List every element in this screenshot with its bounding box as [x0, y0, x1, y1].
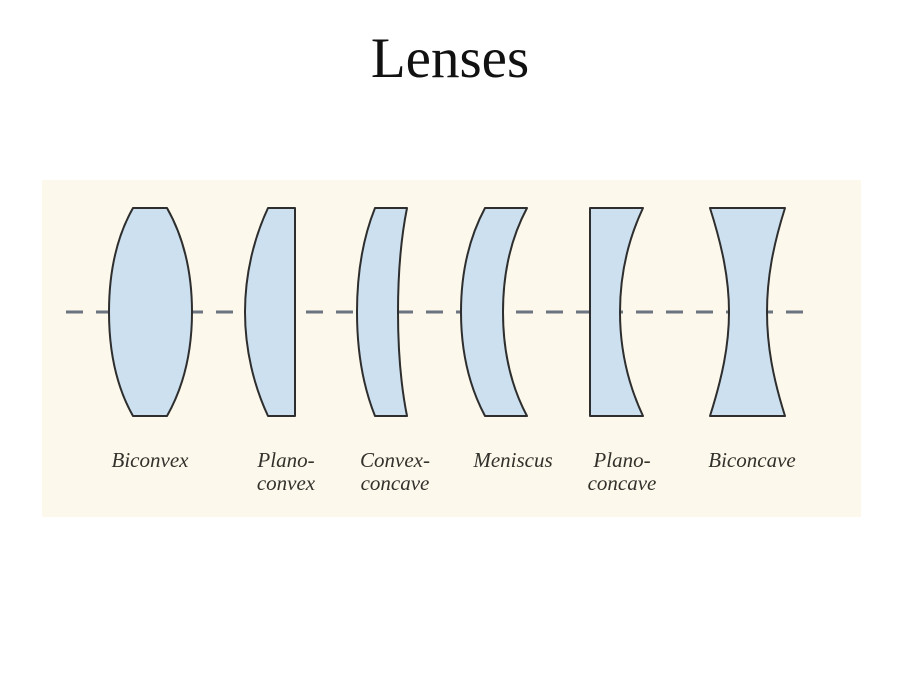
biconvex-lens-icon [108, 207, 193, 417]
lens-label-convex-concave-line2: concave [361, 471, 430, 495]
lens-label-meniscus-line1: Meniscus [472, 448, 552, 472]
meniscus-lens-icon [460, 207, 528, 417]
slide-title: Lenses [370, 27, 530, 90]
lens-label-convex-concave-line1: Convex- [360, 448, 430, 472]
plano-concave-lens-icon [589, 207, 644, 417]
lens-label-plano-concave-line1: Plano- [592, 448, 650, 472]
lens-diagram: Biconvex Plano- convex Convex- concave M… [66, 207, 814, 495]
lens-label-biconcave-line1: Biconcave [708, 448, 795, 472]
lens-label-biconvex-line1: Biconvex [112, 448, 190, 472]
lens-diagram-panel: Biconvex Plano- convex Convex- concave M… [42, 180, 861, 517]
lens-label-plano-convex-line2: convex [257, 471, 316, 495]
convex-concave-lens-icon [356, 207, 408, 417]
lens-label-plano-convex-line1: Plano- [256, 448, 314, 472]
lens-label-plano-concave-line2: concave [588, 471, 657, 495]
plano-convex-lens-icon [244, 207, 296, 417]
biconcave-lens-icon [709, 207, 786, 417]
